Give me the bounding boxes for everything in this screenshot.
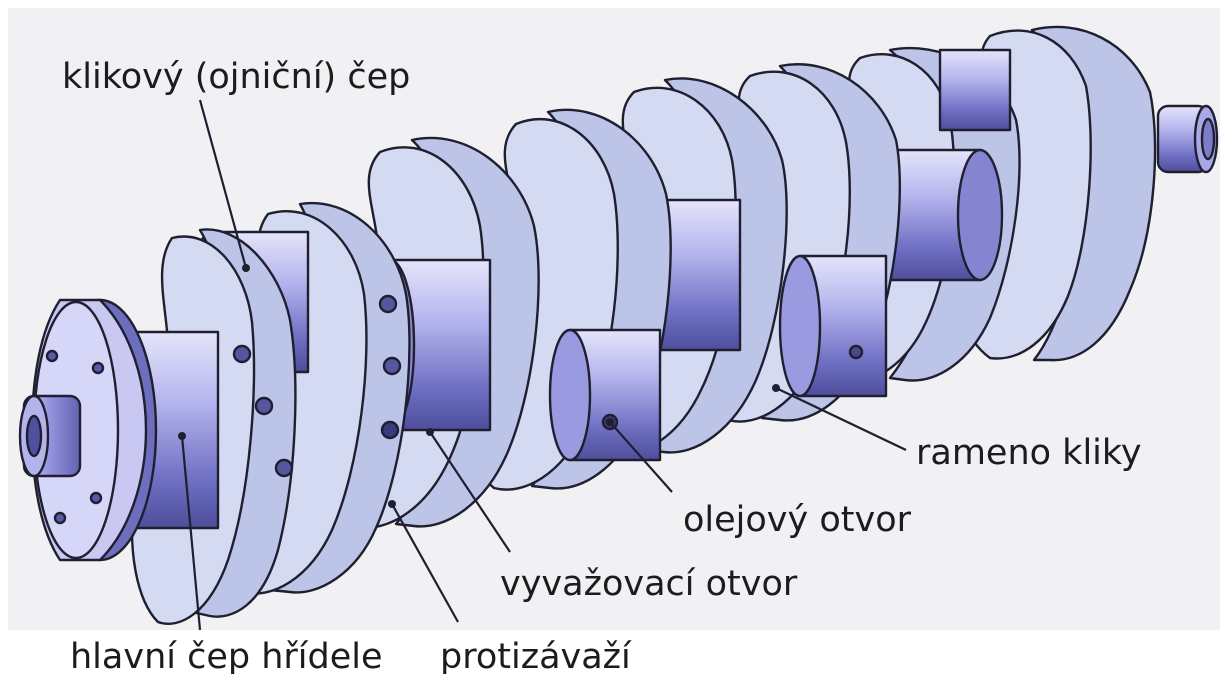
balance-hole-4: [234, 346, 250, 362]
leader-dot-crankpin: [242, 264, 250, 272]
label-crankpin: klikový (ojniční) čep: [62, 60, 410, 95]
leader-dot-balance: [426, 428, 434, 436]
balance-hole-6: [276, 460, 292, 476]
crankpin-3: [780, 256, 886, 396]
label-counterweight: protizávaží: [440, 640, 631, 674]
label-oil-hole: olejový otvor: [683, 503, 911, 538]
balance-hole-1: [380, 296, 396, 312]
flange-bolt-3: [91, 493, 101, 503]
label-balance-hole: vyvažovací otvor: [500, 567, 797, 602]
crankpin-4: [940, 50, 1010, 130]
rear-output-stub: [1158, 106, 1217, 172]
leader-dot-counterweight: [388, 500, 396, 508]
oil-hole-right: [850, 346, 862, 358]
leader-dot-oil: [606, 418, 614, 426]
label-main-journal: hlavní čep hřídele: [70, 640, 383, 674]
balance-hole-3: [382, 422, 398, 438]
crankpin-2: [550, 330, 660, 460]
flange-bolt-2: [93, 363, 103, 373]
leader-dot-web: [772, 384, 780, 392]
flange-bolt-1: [47, 351, 57, 361]
front-stub: [20, 396, 80, 476]
balance-hole-5: [256, 398, 272, 414]
label-crank-web: rameno kliky: [916, 436, 1142, 471]
balance-hole-2: [384, 358, 400, 374]
flange-bolt-4: [55, 513, 65, 523]
leader-dot-main: [178, 432, 186, 440]
